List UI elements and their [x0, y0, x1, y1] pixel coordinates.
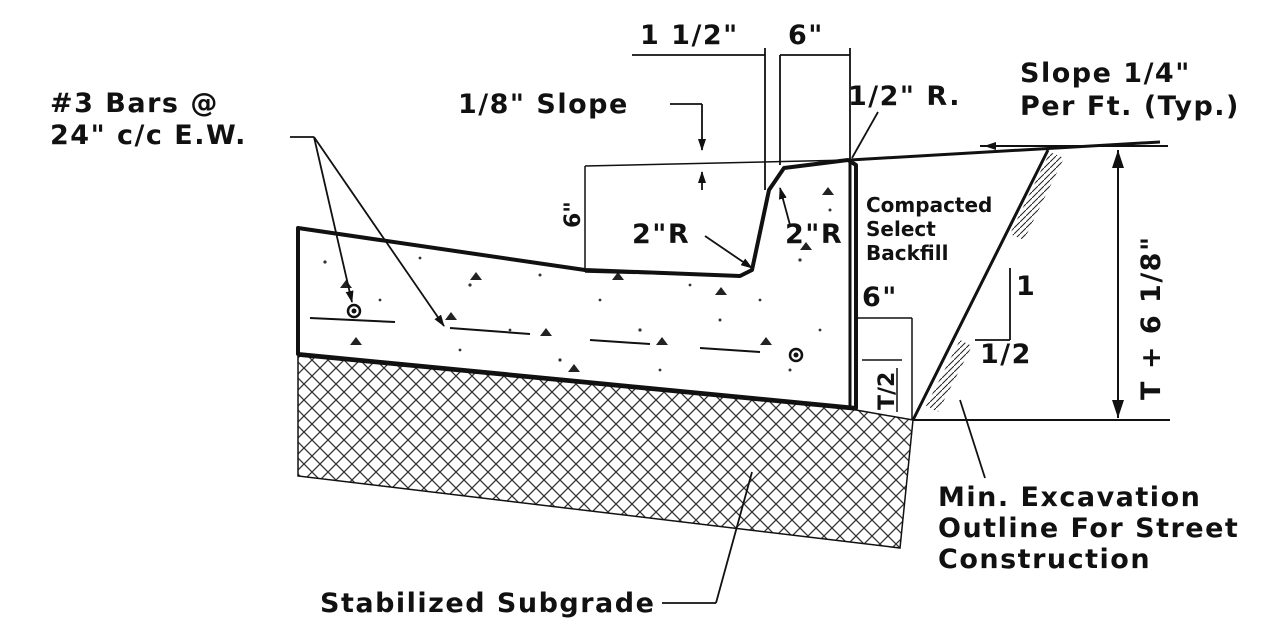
dim-t-half-label: T/2 — [875, 372, 900, 410]
aggregate-speckles — [323, 208, 832, 372]
top-dimensions — [584, 48, 1165, 277]
dim-six-top-label: 6" — [788, 20, 824, 51]
slope-eighth-label: 1/8" Slope — [458, 89, 629, 120]
radius-two-left-label: 2"R — [632, 219, 690, 250]
backfill-line3: Backfill — [866, 241, 948, 265]
slope-quarter-line1: Slope 1/4" — [1020, 58, 1191, 89]
excavation-line3: Construction — [938, 544, 1151, 575]
half-radius-label: 1/2" R. — [848, 81, 961, 112]
excavation-line1: Min. Excavation — [938, 482, 1201, 513]
dim-t-plus-label: T + 6 1/8" — [1136, 235, 1167, 400]
dim-one-and-half-label: 1 1/2" — [640, 20, 739, 51]
backfill-line1: Compacted — [866, 193, 992, 217]
bars-label-line1: #3 Bars @ — [50, 88, 219, 119]
ratio-one-label: 1 — [1016, 271, 1036, 302]
dim-six-vertical-label: 6" — [561, 201, 586, 228]
aggregate-triangles — [340, 187, 834, 372]
backfill-line2: Select — [866, 217, 936, 241]
ratio-half-label: 1/2 — [980, 339, 1032, 370]
radius-two-right-label: 2"R — [785, 219, 843, 250]
rebar — [309, 303, 804, 363]
subgrade-label: Stabilized Subgrade — [320, 588, 655, 619]
excavation-line2: Outline For Street — [938, 513, 1239, 544]
bars-label-line2: 24" c/c E.W. — [50, 120, 247, 151]
slope-quarter-line2: Per Ft. (Typ.) — [1020, 91, 1240, 122]
excavation-hatch-strip — [1010, 152, 1064, 240]
dim-six-mid-label: 6" — [862, 282, 898, 313]
